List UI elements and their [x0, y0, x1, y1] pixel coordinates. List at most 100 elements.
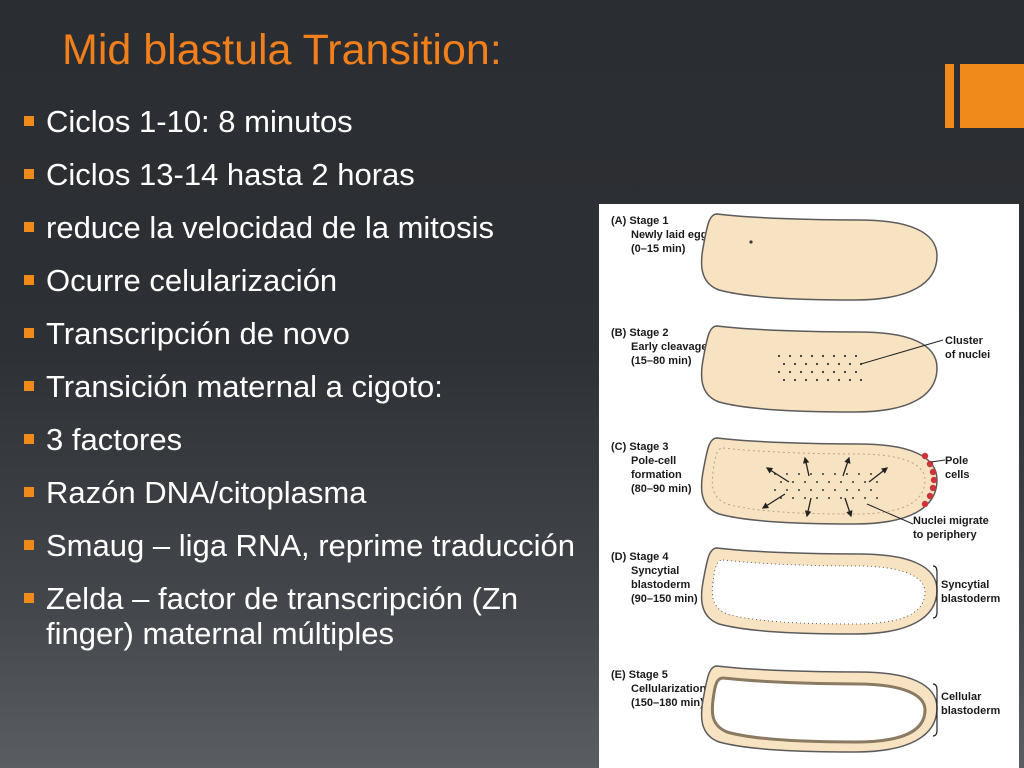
- stage-c-desc2: formation: [631, 469, 682, 481]
- nucleus-dot: [832, 370, 836, 374]
- nucleus-dot: [804, 362, 808, 366]
- bullet-marker-icon: [24, 381, 34, 391]
- nucleus-dot: [804, 481, 806, 483]
- nucleus-dot: [854, 354, 858, 358]
- nucleus-dot: [848, 378, 852, 382]
- bullet-marker-icon: [24, 487, 34, 497]
- nucleus-dot: [864, 481, 866, 483]
- bullet-item: reduce la velocidad de la mitosis: [22, 210, 582, 245]
- callout-migrate-1: Nuclei migrate: [913, 515, 989, 527]
- nucleus-dot: [786, 473, 788, 475]
- stage-a-time: (0–15 min): [631, 243, 686, 255]
- callout-cellular-1: Cellular: [941, 691, 982, 703]
- stage-d-labels: (D) Stage 4 Syncytial blastoderm (90–150…: [611, 551, 698, 605]
- callout-line-migrate: [866, 503, 914, 525]
- callout-syncytial-2: blastoderm: [941, 593, 1001, 605]
- bullet-item: Ciclos 13-14 hasta 2 horas: [22, 157, 582, 192]
- stage-d-desc2: blastoderm: [631, 579, 691, 591]
- callout-line-pole: [930, 459, 946, 463]
- nucleus-dot: [815, 378, 819, 382]
- nucleus-dot: [848, 362, 852, 366]
- stage-a-labels: (A) Stage 1 Newly laid egg (0–15 min): [611, 215, 707, 255]
- nucleus-dot: [822, 473, 824, 475]
- pole-cells: [921, 452, 938, 508]
- nucleus-dot: [788, 354, 792, 358]
- egg-stage-c: [700, 437, 938, 525]
- callout-syncytial-1: Syncytial: [941, 579, 989, 591]
- egg-stage-d-inner: [711, 559, 926, 625]
- nucleus-dot: [821, 354, 825, 358]
- nucleus-dot: [876, 497, 878, 499]
- nucleus-dot: [826, 362, 830, 366]
- nucleus-dot: [749, 240, 753, 244]
- nucleus-dot: [843, 354, 847, 358]
- stage-b-time: (15–80 min): [631, 355, 692, 367]
- nucleus-dot: [828, 497, 830, 499]
- nuclei-cluster: [777, 354, 863, 382]
- slide-title: Mid blastula Transition:: [62, 26, 502, 74]
- bracket-cellular: [932, 683, 938, 737]
- nucleus-dot: [858, 473, 860, 475]
- nucleus-dot: [810, 370, 814, 374]
- egg-stage-e-inner: [710, 676, 927, 744]
- nucleus-dot: [777, 370, 781, 374]
- stage-b-desc: Early cleavage: [631, 341, 707, 353]
- nucleus-dot: [774, 489, 776, 491]
- nucleus-dot: [822, 489, 824, 491]
- nucleus-dot: [870, 489, 872, 491]
- stage-c-name: (C) Stage 3: [611, 441, 668, 453]
- bullet-item: 3 factores: [22, 422, 582, 457]
- bullet-item: Ocurre celularización: [22, 263, 582, 298]
- nucleus-dot: [852, 481, 854, 483]
- nucleus-dot: [810, 473, 812, 475]
- nucleus-dot: [816, 481, 818, 483]
- stage-c-desc: Pole-cell: [631, 455, 676, 467]
- stage-a-desc: Newly laid egg: [631, 229, 707, 241]
- egg-stage-b: [700, 325, 938, 413]
- nucleus-dot: [782, 362, 786, 366]
- stage-e-desc: Cellularization: [631, 683, 706, 695]
- stage-c-labels: (C) Stage 3 Pole-cell formation (80–90 m…: [611, 441, 692, 495]
- bracket-syncytial: [932, 565, 938, 619]
- bullet-marker-icon: [24, 540, 34, 550]
- callout-pole-1: Pole: [945, 455, 968, 467]
- stage-b-name: (B) Stage 2: [611, 327, 668, 339]
- accent-bar-block: [960, 64, 1024, 128]
- callout-migrate-2: to periphery: [913, 529, 977, 541]
- bullet-item: Transición maternal a cigoto:: [22, 369, 582, 404]
- nucleus-dot: [793, 362, 797, 366]
- nucleus-dot: [840, 497, 842, 499]
- nucleus-dot: [798, 473, 800, 475]
- callout-cellular-2: blastoderm: [941, 705, 1001, 717]
- stage-d-name: (D) Stage 4: [611, 551, 669, 563]
- nucleus-dot: [815, 362, 819, 366]
- nucleus-dot: [832, 354, 836, 358]
- callout-pole-2: cells: [945, 469, 969, 481]
- nucleus-dot: [846, 473, 848, 475]
- nucleus-dot: [799, 370, 803, 374]
- nucleus-dot: [786, 489, 788, 491]
- pole-cell: [929, 468, 937, 476]
- pole-cell: [930, 476, 938, 484]
- nucleus-dot: [793, 378, 797, 382]
- stage-c-time: (80–90 min): [631, 483, 692, 495]
- bullet-marker-icon: [24, 222, 34, 232]
- embryo-diagram: (A) Stage 1 Newly laid egg (0–15 min) (B…: [611, 213, 1001, 753]
- nucleus-dot: [810, 489, 812, 491]
- nucleus-dot: [799, 354, 803, 358]
- stage-a-name: (A) Stage 1: [611, 215, 668, 227]
- nucleus-dot: [837, 378, 841, 382]
- bullet-marker-icon: [24, 328, 34, 338]
- bullet-marker-icon: [24, 593, 34, 603]
- stage-d-desc: Syncytial: [631, 565, 679, 577]
- stage-e-name: (E) Stage 5: [611, 669, 668, 681]
- nucleus-dot: [864, 497, 866, 499]
- nucleus-dot: [821, 370, 825, 374]
- nucleus-dot: [777, 354, 781, 358]
- nucleus-dot: [804, 378, 808, 382]
- bullet-item: Smaug – liga RNA, reprime traducción: [22, 528, 582, 563]
- nucleus-dot: [870, 473, 872, 475]
- stage-d-time: (90–150 min): [631, 593, 698, 605]
- nucleus-dot: [792, 497, 794, 499]
- pole-cell: [929, 484, 937, 492]
